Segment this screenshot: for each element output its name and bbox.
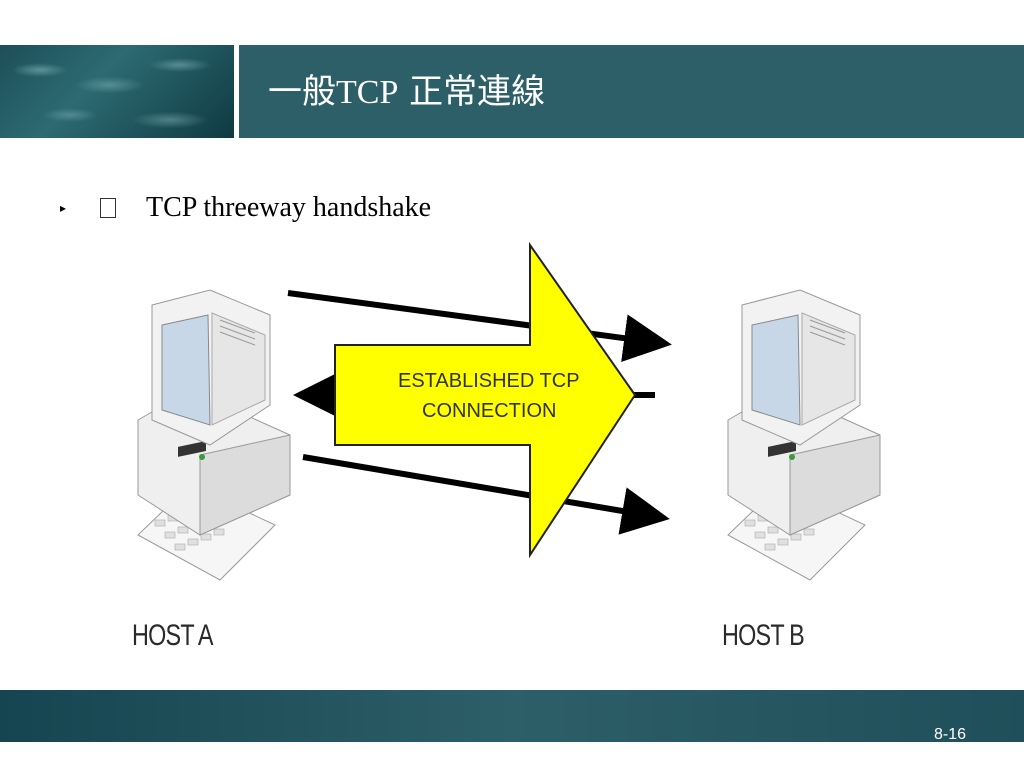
title-prefix: 一般 [268, 72, 336, 112]
host-a-computer [137, 289, 291, 581]
banner-line1: ESTABLISHED TCP [398, 370, 580, 392]
page-number: 8-16 [933, 726, 966, 743]
established-connection-banner [334, 241, 637, 559]
missing-glyph-icon [100, 198, 116, 218]
ack-arrow [302, 454, 670, 535]
title-latin: TCP [336, 74, 399, 111]
bullet-text: TCP threeway handshake [146, 192, 432, 223]
bullet-item: ▸ TCP threeway handshake [60, 190, 431, 226]
footer-bar [0, 690, 1024, 742]
syn-arrow [287, 290, 672, 362]
host-a-label: HOST A [132, 618, 214, 651]
bullet-triangle-icon: ▸ [60, 200, 67, 215]
slide-title: 一般TCP 正常連線 [268, 72, 545, 113]
tcp-handshake-diagram: ESTABLISHED TCP CONNECTION HOST A HOST B [132, 241, 881, 652]
title-suffix: 正常連線 [398, 72, 546, 112]
host-b-computer [727, 289, 881, 581]
banner-line2: CONNECTION [422, 400, 556, 422]
header-fish-image [0, 45, 234, 138]
host-b-label: HOST B [722, 618, 804, 651]
header-divider [234, 45, 239, 138]
header-bar [239, 45, 1024, 138]
